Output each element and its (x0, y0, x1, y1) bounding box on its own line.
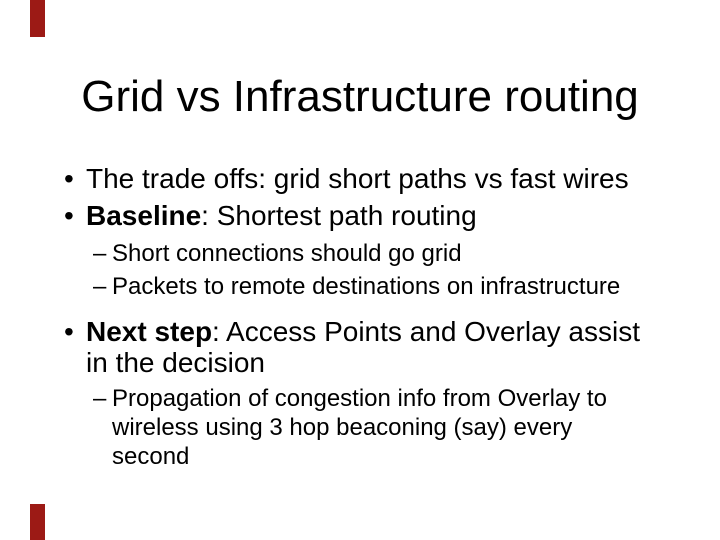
bullet-bold-run: Next step (86, 316, 213, 347)
bullet-text: Next step: Access Points and Overlay ass… (86, 316, 640, 378)
sub-bullet-item-propagation: – Propagation of congestion info from Ov… (93, 384, 637, 471)
bullet-item-next-step: • Next step: Access Points and Overlay a… (64, 316, 651, 378)
bullet-regular-run: Short connections should go grid (112, 240, 462, 267)
bullet-text: Baseline: Shortest path routing (86, 200, 477, 231)
bullet-marker-icon: • (64, 163, 74, 194)
sub-bullet-text: Packets to remote destinations on infras… (112, 273, 620, 300)
dash-marker-icon: – (93, 240, 107, 267)
sub-bullet-item-short-connections: – Short connections should go grid (93, 239, 637, 268)
bullet-regular-run: Packets to remote destinations on infras… (112, 273, 621, 300)
dash-marker-icon: – (93, 273, 107, 300)
bullet-bold-run: Baseline (86, 200, 202, 231)
slide-title: Grid vs Infrastructure routing (81, 72, 639, 121)
bullet-regular-run: The trade offs: grid short paths vs fast… (86, 163, 629, 194)
bullet-marker-icon: • (64, 316, 74, 347)
dash-marker-icon: – (93, 385, 107, 412)
bullet-marker-icon: • (64, 200, 74, 231)
bullet-text: The trade offs: grid short paths vs fast… (86, 163, 629, 194)
sub-bullet-text: Short connections should go grid (112, 240, 462, 267)
bullet-regular-run: : Shortest path routing (201, 200, 477, 231)
red-accent-bar-bottom-icon (30, 504, 45, 540)
red-accent-bar-top-icon (30, 0, 45, 37)
slide-body: • The trade offs: grid short paths vs fa… (64, 163, 651, 471)
sub-bullet-item-packets: – Packets to remote destinations on infr… (93, 272, 637, 301)
bullet-item-baseline: • Baseline: Shortest path routing (64, 200, 651, 231)
bullet-item-trade-offs: • The trade offs: grid short paths vs fa… (64, 163, 651, 194)
sub-bullet-text: Propagation of congestion info from Over… (112, 385, 607, 470)
bullet-regular-run: Propagation of congestion info from Over… (112, 385, 607, 470)
bullet-regular-run: : Access Points and Overlay assist in th… (86, 316, 641, 378)
